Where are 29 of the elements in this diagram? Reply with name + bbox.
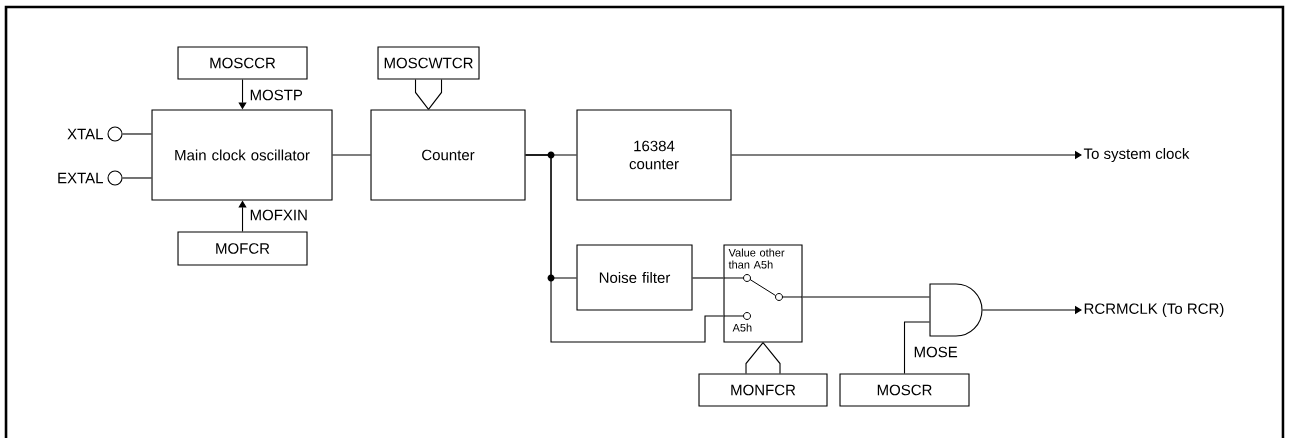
pin-label: XTAL [67, 128, 103, 140]
connector-line [122, 177, 152, 179]
edge-label: MOSTP [248, 88, 304, 102]
edge-label: MOSE [912, 345, 959, 359]
pin-label: EXTAL [58, 172, 103, 184]
register-box: MOSCWTCR [377, 46, 480, 80]
connector-line [802, 296, 930, 298]
and-gate [929, 283, 983, 337]
register-box: MOFCR [177, 231, 308, 266]
register-box: MOSCCR [177, 46, 308, 80]
register-box: MOSCR [839, 373, 970, 407]
edge-label: MOFXIN [248, 208, 309, 222]
bus-arrow [745, 342, 781, 374]
connector-line [692, 277, 724, 279]
register-box: MONFCR [698, 373, 828, 407]
connector-line [903, 321, 930, 374]
output-label: RCRMCLK (To RCR) [1084, 303, 1224, 317]
oscillator-box: Main clock oscillator [151, 109, 333, 201]
counter-box: Counter [370, 109, 526, 201]
output-label: To system clock [1083, 148, 1190, 162]
connector-line [122, 133, 152, 135]
counter-box: 16384 counter [576, 109, 732, 201]
connector-line [525, 154, 724, 343]
selector-box [723, 244, 803, 343]
switch-label: Value other than A5h [728, 248, 785, 269]
bus-arrow [414, 79, 443, 110]
filter-box: Noise filter [576, 244, 693, 311]
connector-line [332, 154, 371, 156]
switch-label: A5h [732, 323, 752, 332]
